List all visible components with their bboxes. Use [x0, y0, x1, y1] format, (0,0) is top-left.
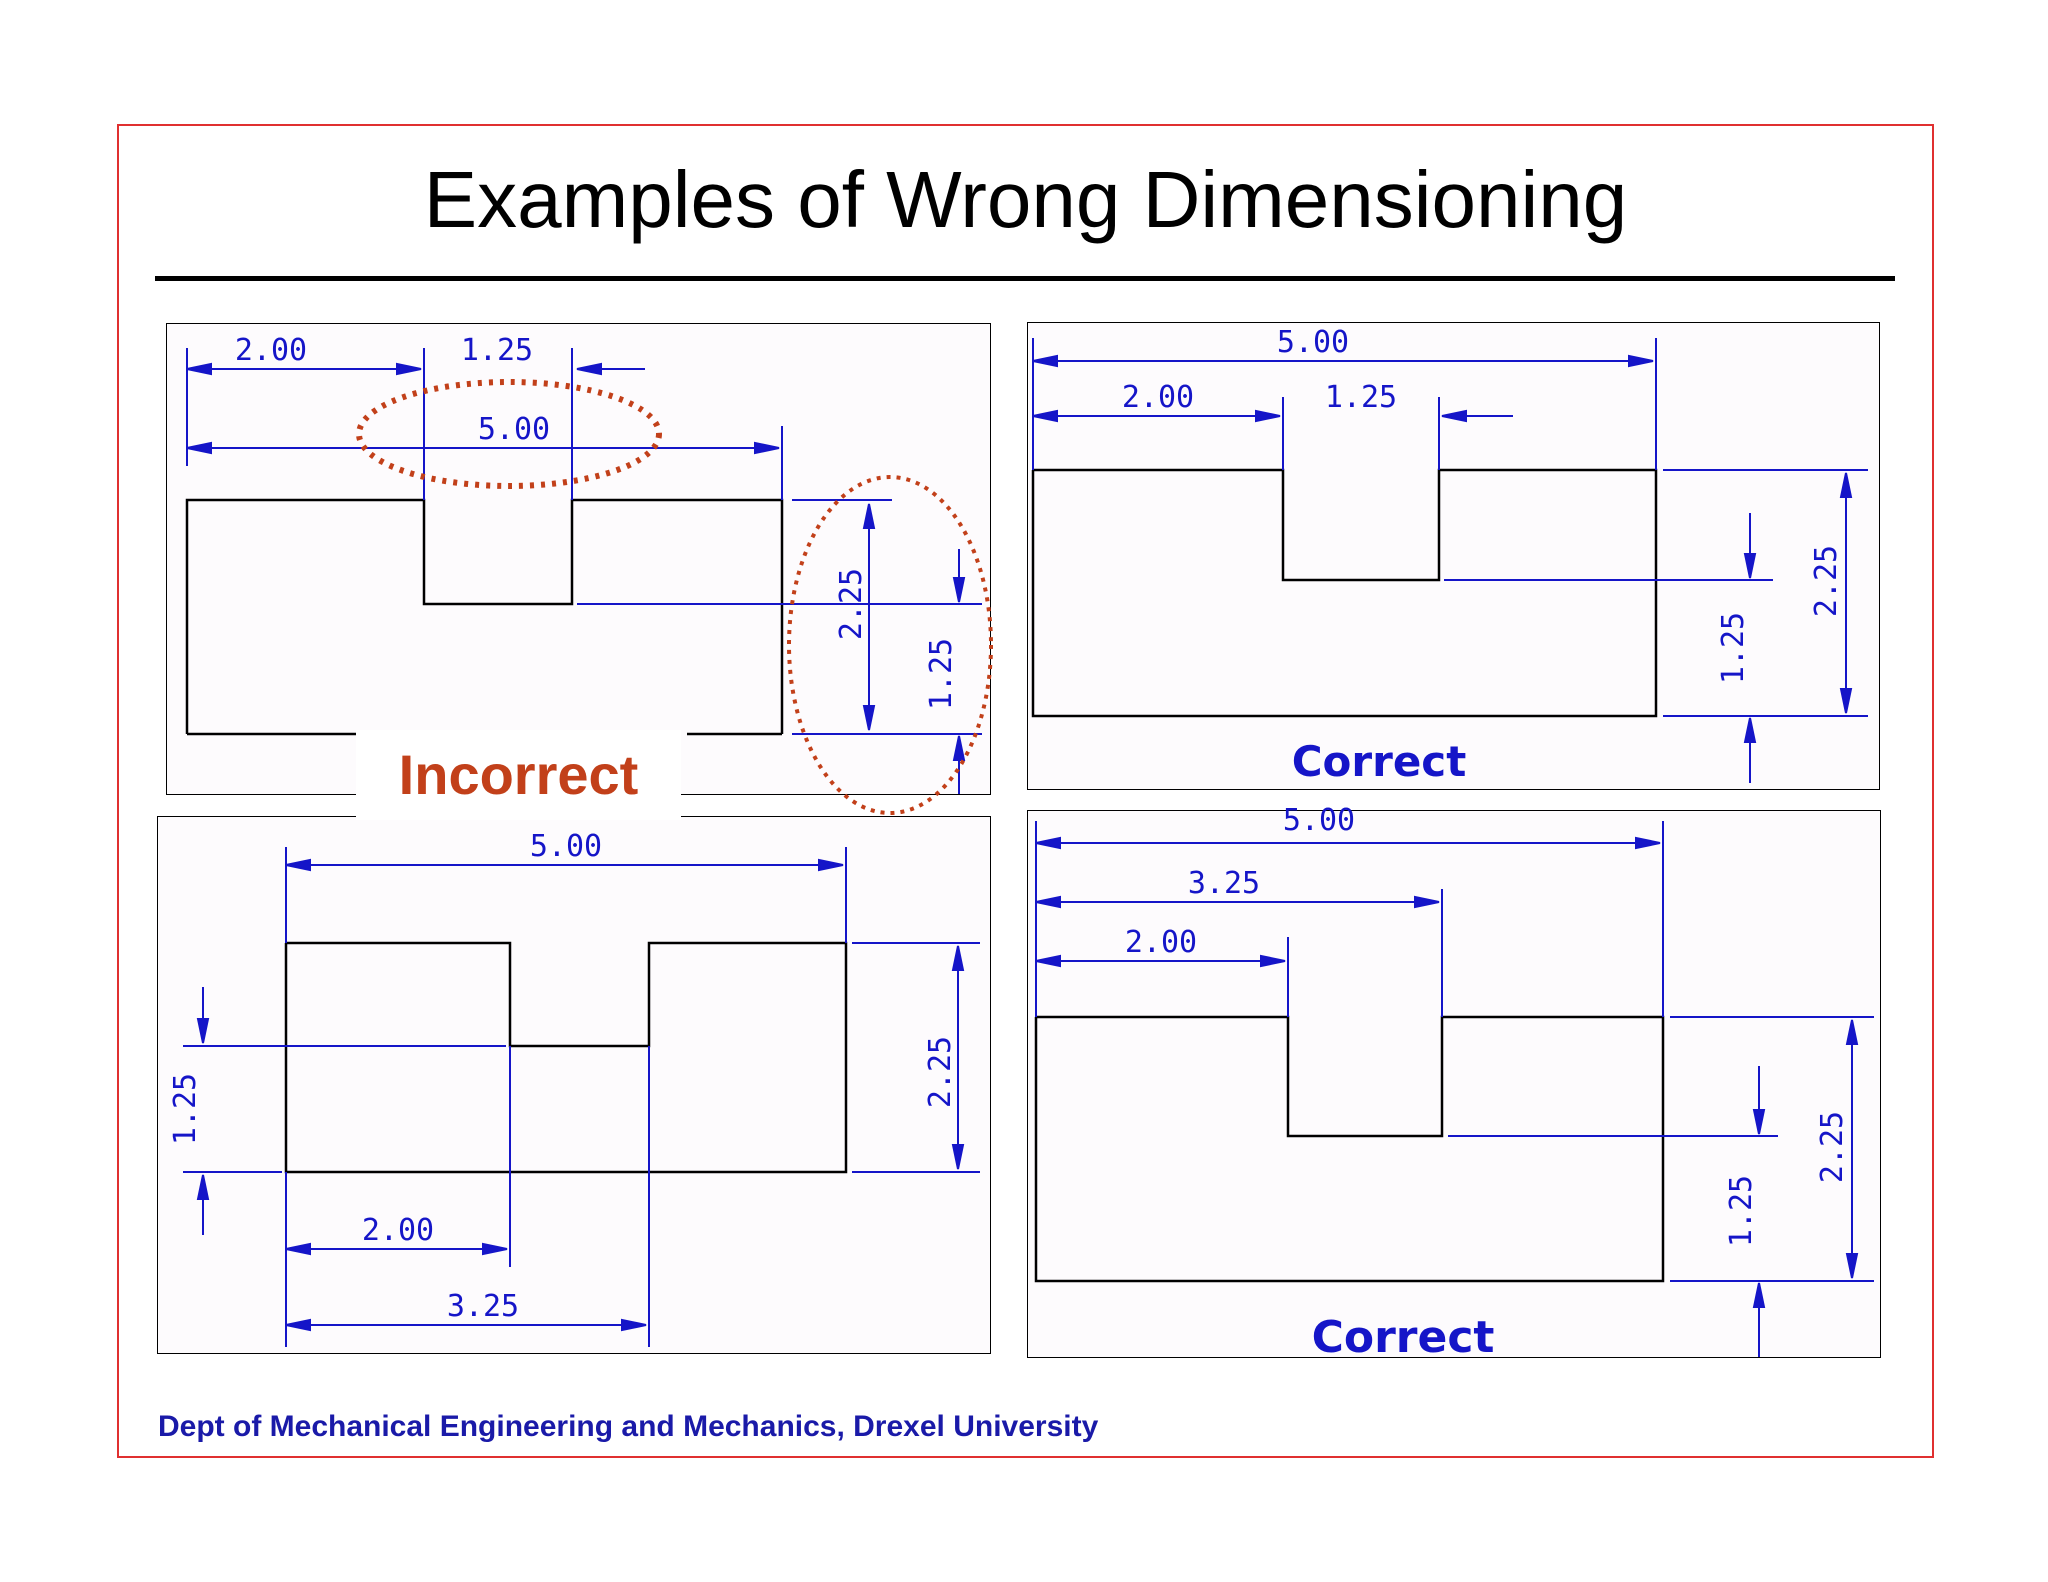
panel-incorrect: 2.00 1.25 5.00 2.25 1.25 — [166, 323, 993, 815]
arrowhead — [196, 1174, 210, 1200]
arrowhead — [1845, 1253, 1859, 1279]
arrowhead — [1743, 553, 1757, 579]
arrowhead — [621, 1318, 647, 1332]
arrowhead — [285, 1318, 311, 1332]
dim-3.25: 3.25 — [447, 1289, 519, 1324]
dim-2.25: 2.25 — [923, 1036, 958, 1108]
arrowhead — [754, 441, 780, 455]
dim-5.00: 5.00 — [530, 829, 602, 864]
arrowhead — [951, 945, 965, 971]
dim-5.00: 5.00 — [1277, 325, 1349, 360]
arrowhead — [1628, 354, 1654, 368]
error-highlight-ellipse — [787, 475, 993, 815]
panel-bottom-left: 5.00 2.25 1.25 2.00 3.25 — [157, 816, 991, 1354]
dim-5.00: 5.00 — [1283, 803, 1355, 838]
panel-correct-bottom: 5.00 3.25 2.00 1.25 2.25 Correct — [1027, 803, 1881, 1363]
dim-2.25: 2.25 — [834, 568, 869, 640]
arrowhead — [1845, 1019, 1859, 1045]
arrowhead — [1032, 409, 1058, 423]
slide-title: Examples of Wrong Dimensioning — [423, 155, 1628, 244]
arrowhead — [576, 362, 602, 376]
footer-credit: Dept of Mechanical Engineering and Mecha… — [158, 1410, 1099, 1443]
arrowhead — [1032, 354, 1058, 368]
arrowhead — [1441, 409, 1467, 423]
incorrect-label: Incorrect — [398, 743, 639, 806]
slide-frame — [117, 124, 1934, 1458]
arrowhead — [1035, 836, 1061, 850]
arrowhead — [196, 1018, 210, 1044]
incorrect-label-backdrop — [356, 730, 681, 820]
dim-1.25-vertical: 1.25 — [168, 1073, 203, 1145]
part-outline — [284, 941, 848, 1174]
arrowhead — [1635, 836, 1661, 850]
drawing-bottom-left: 5.00 2.25 1.25 2.00 3.25 — [168, 829, 980, 1347]
part-outline — [1031, 468, 1658, 718]
arrowhead — [285, 858, 311, 872]
dim-1.25-vertical: 1.25 — [1724, 1175, 1759, 1247]
arrowhead — [396, 362, 422, 376]
part-outline — [1034, 1015, 1665, 1283]
arrowhead — [818, 858, 844, 872]
correct-label: Correct — [1292, 737, 1467, 786]
arrowhead — [1752, 1282, 1766, 1308]
arrowhead — [862, 705, 876, 731]
error-highlight-ellipse — [356, 379, 662, 489]
arrowhead — [952, 577, 966, 603]
dim-2.00: 2.00 — [1122, 380, 1194, 415]
arrowhead — [186, 441, 212, 455]
drawing-correct-bottom: 5.00 3.25 2.00 1.25 2.25 Correct — [1034, 803, 1874, 1363]
drawing-correct-top: 5.00 2.00 1.25 1.25 2.25 Correct — [1031, 325, 1868, 786]
dim-2.00: 2.00 — [235, 333, 307, 368]
dim-1.25: 1.25 — [1325, 380, 1397, 415]
panel-correct-top: 5.00 2.00 1.25 1.25 2.25 Correct — [1027, 322, 1880, 790]
dim-1.25-vertical: 1.25 — [1716, 612, 1751, 684]
correct-label: Correct — [1312, 1312, 1495, 1363]
drawing-incorrect: 2.00 1.25 5.00 2.25 1.25 — [185, 333, 993, 815]
arrowhead — [1752, 1109, 1766, 1135]
arrowhead — [285, 1242, 311, 1256]
dim-2.25: 2.25 — [1815, 1111, 1850, 1183]
arrowhead — [186, 362, 212, 376]
dim-5.00: 5.00 — [478, 412, 550, 447]
arrowhead — [951, 1144, 965, 1170]
arrowhead — [1839, 472, 1853, 498]
arrowhead — [1414, 895, 1440, 909]
arrowhead — [952, 735, 966, 761]
dim-2.00: 2.00 — [362, 1213, 434, 1248]
arrowhead — [1260, 954, 1286, 968]
dim-1.25: 1.25 — [461, 333, 533, 368]
arrowhead — [482, 1242, 508, 1256]
arrowhead — [1035, 954, 1061, 968]
title-underline — [155, 276, 1895, 281]
arrowhead — [1743, 717, 1757, 743]
dim-2.25: 2.25 — [1809, 545, 1844, 617]
arrowhead — [1839, 688, 1853, 714]
arrowhead — [1255, 409, 1281, 423]
part-outline — [185, 498, 784, 734]
dim-1.25-vertical: 1.25 — [924, 638, 959, 710]
arrowhead — [1035, 895, 1061, 909]
dim-2.00: 2.00 — [1125, 925, 1197, 960]
arrowhead — [862, 503, 876, 529]
dim-3.25: 3.25 — [1188, 866, 1260, 901]
